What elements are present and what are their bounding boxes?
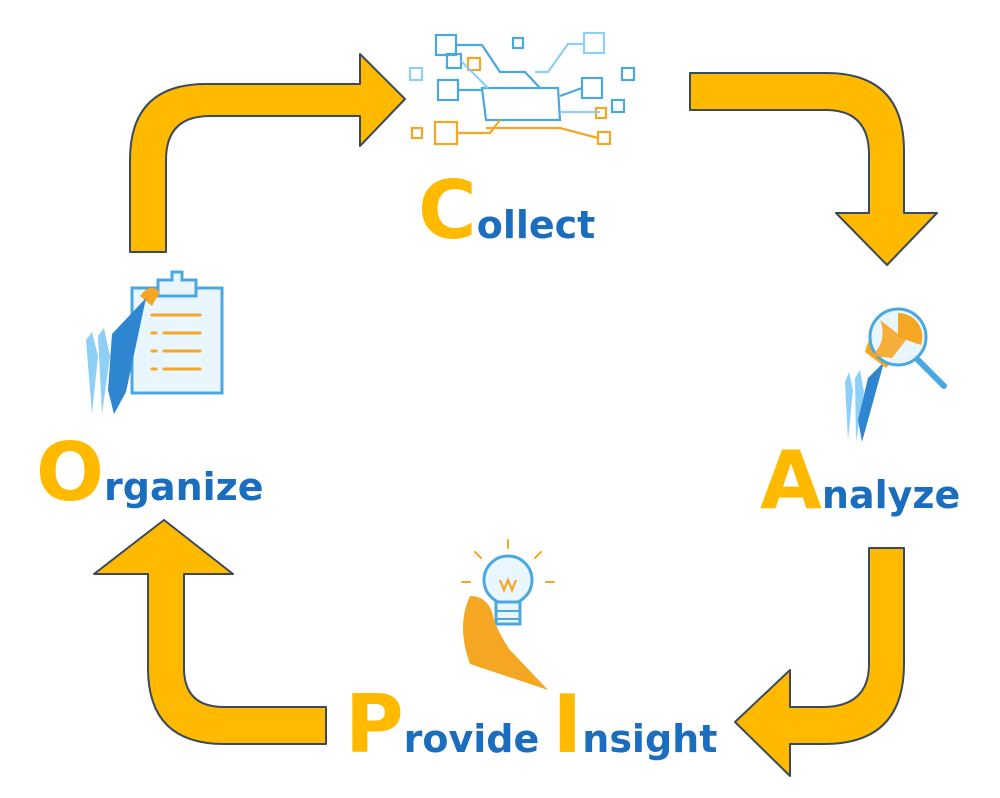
label-analyze: Analyze bbox=[760, 434, 960, 527]
arrow-collect-to-analyze bbox=[689, 72, 938, 266]
lightbulb-hand-icon bbox=[461, 539, 555, 690]
magnifier-pie-chart-icon bbox=[845, 307, 947, 442]
label-collect: Collect bbox=[418, 164, 595, 257]
arrow-organize-to-collect bbox=[129, 53, 406, 253]
arrow-analyze-to-insight bbox=[734, 547, 905, 777]
label-organize: Organize bbox=[36, 426, 264, 519]
clipboard-list-icon bbox=[86, 270, 224, 414]
arrow-insight-to-organize bbox=[93, 519, 327, 745]
label-provide-insight: Provide Insight bbox=[345, 678, 717, 771]
circuit-network-icon bbox=[408, 31, 636, 146]
